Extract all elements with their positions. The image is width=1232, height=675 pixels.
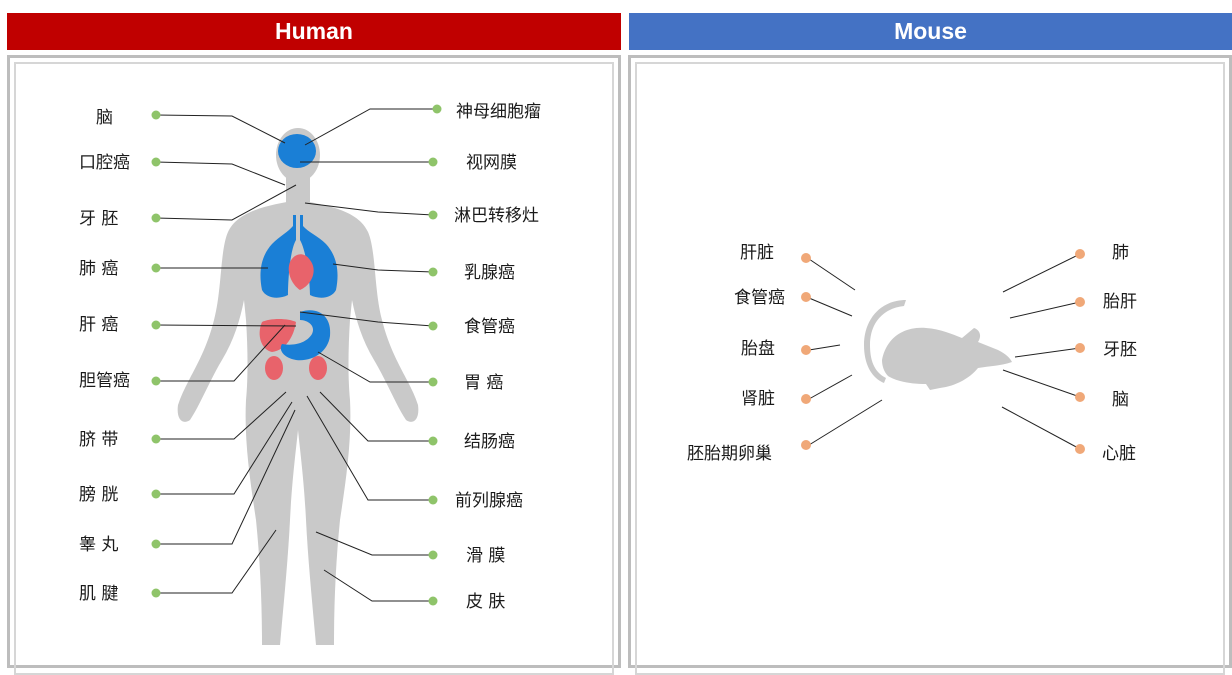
human-silhouette	[178, 128, 419, 645]
human-label-testis: 睾 丸	[79, 535, 118, 555]
human-label-skin: 皮 肤	[466, 592, 505, 612]
human-label-colon-cancer: 结肠癌	[464, 432, 515, 452]
dot	[429, 158, 438, 167]
kidney-right-organ	[309, 356, 327, 380]
mouse-label-heart: 心脏	[1102, 444, 1136, 464]
human-label-tooth-germ: 牙 胚	[79, 209, 118, 229]
mouse-label-lung: 肺	[1112, 243, 1129, 263]
mouse-label-kidney: 肾脏	[741, 389, 775, 409]
human-label-brain: 脑	[96, 108, 113, 128]
mouse-label-liver: 肝脏	[740, 243, 774, 263]
human-label-gastric-cancer: 胃 癌	[464, 373, 503, 393]
mouse-silhouette	[864, 300, 1012, 390]
human-label-liver-cancer: 肝 癌	[79, 315, 118, 335]
dot	[801, 292, 811, 302]
human-label-lymph-metastasis: 淋巴转移灶	[454, 206, 539, 226]
kidney-left-organ	[265, 356, 283, 380]
dot	[1075, 343, 1085, 353]
dot	[801, 253, 811, 263]
dot	[429, 378, 438, 387]
mouse-label-fetal-liver: 胎肝	[1103, 292, 1137, 312]
human-label-retina: 视网膜	[466, 153, 517, 173]
dot	[152, 214, 161, 223]
mouse-label-embryonic-ovary: 胚胎期卵巢	[687, 444, 772, 464]
dot	[429, 496, 438, 505]
human-label-umbilical-cord: 脐 带	[79, 430, 118, 450]
human-label-prostate-cancer: 前列腺癌	[455, 491, 523, 511]
dot	[152, 321, 161, 330]
human-label-esophageal-cancer: 食管癌	[464, 317, 515, 337]
human-label-neuroblastoma: 神母细胞瘤	[456, 102, 541, 122]
dot	[152, 490, 161, 499]
dot	[152, 589, 161, 598]
dot	[152, 158, 161, 167]
mouse-label-tooth-germ: 牙胚	[1103, 340, 1137, 360]
dot	[429, 597, 438, 606]
dot	[152, 435, 161, 444]
dot	[152, 540, 161, 549]
dot	[429, 322, 438, 331]
dot	[801, 394, 811, 404]
human-label-tendon: 肌 腱	[79, 584, 118, 604]
human-label-bladder: 膀 胱	[79, 485, 118, 505]
dot	[429, 211, 438, 220]
dot	[1075, 249, 1085, 259]
human-label-bile-duct-cancer: 胆管癌	[79, 371, 130, 391]
human-label-lung-cancer: 肺 癌	[79, 259, 118, 279]
dot	[801, 440, 811, 450]
mouse-label-brain: 脑	[1112, 390, 1129, 410]
dot	[152, 377, 161, 386]
dot	[429, 268, 438, 277]
dot	[152, 264, 161, 273]
mouse-label-esophageal-cancer: 食管癌	[734, 288, 785, 308]
dot	[1075, 392, 1085, 402]
dot	[801, 345, 811, 355]
dot	[433, 105, 442, 114]
dot	[429, 551, 438, 560]
dot	[429, 437, 438, 446]
mouse-label-placenta: 胎盘	[741, 339, 775, 359]
human-label-oral-cancer: 口腔癌	[79, 153, 130, 173]
brain-organ	[278, 134, 316, 168]
dot	[1075, 444, 1085, 454]
human-label-synovium: 滑 膜	[466, 546, 505, 566]
dot	[152, 111, 161, 120]
dot	[1075, 297, 1085, 307]
human-label-breast-cancer: 乳腺癌	[464, 263, 515, 283]
